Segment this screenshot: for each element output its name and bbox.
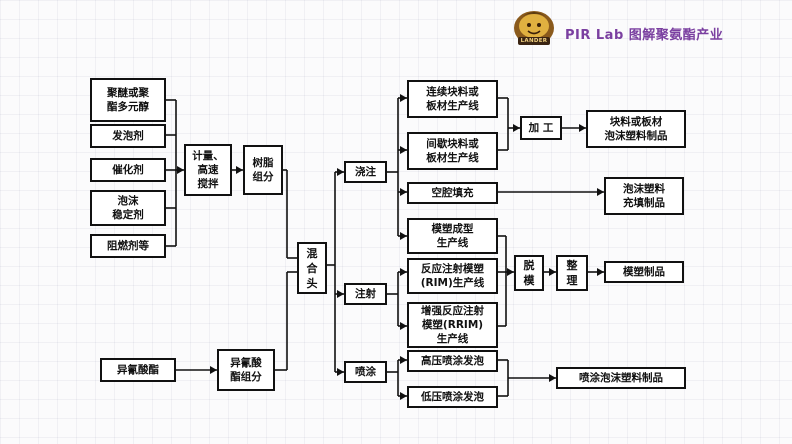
box-continuous-line: 连续块料或 板材生产线 — [407, 80, 498, 118]
box-spray-products: 喷涂泡沫塑料制品 — [556, 367, 686, 389]
box-molding-line: 模塑成型 生产线 — [407, 218, 498, 254]
box-low-pressure-spray: 低压喷涂发泡 — [407, 386, 498, 408]
brand-title: PIR Lab 图解聚氨酯产业 — [565, 28, 724, 43]
box-high-pressure-spray: 高压喷涂发泡 — [407, 350, 498, 372]
box-intermittent-line: 间歇块料或 板材生产线 — [407, 132, 498, 170]
box-rrim-line: 增强反应注射 模塑(RRIM) 生产线 — [407, 302, 498, 348]
box-isocyanate-component: 异氰酸 酯组分 — [217, 349, 275, 391]
box-mix-head: 混 合 头 — [297, 242, 327, 294]
box-cavity-fill: 空腔填充 — [407, 182, 498, 204]
logo-text: LANDER — [520, 38, 548, 44]
box-isocyanate: 异氰酸酯 — [100, 358, 176, 382]
lander-logo-icon: LANDER — [512, 9, 556, 49]
box-polyol: 聚醚或聚 酯多元醇 — [90, 78, 166, 122]
box-processing: 加 工 — [520, 116, 562, 140]
box-resin-component: 树脂 组分 — [243, 145, 283, 195]
box-foam-stabilizer: 泡沫 稳定剂 — [90, 190, 166, 226]
box-pour: 浇注 — [344, 161, 387, 183]
box-spray: 喷涂 — [344, 361, 387, 383]
box-finishing: 整 理 — [556, 255, 588, 291]
box-block-products: 块料或板材 泡沫塑料制品 — [586, 110, 686, 148]
box-blowing-agent: 发泡剂 — [90, 124, 166, 148]
box-molded-products: 模塑制品 — [604, 261, 684, 283]
box-catalyst: 催化剂 — [90, 158, 166, 182]
box-flame-retardant: 阻燃剂等 — [90, 234, 166, 258]
box-fill-products: 泡沫塑料 充填制品 — [604, 177, 684, 215]
box-inject: 注射 — [344, 283, 387, 305]
box-meter-mix: 计量、 高速 搅拌 — [184, 144, 232, 196]
box-rim-line: 反应注射模塑 (RIM)生产线 — [407, 258, 498, 294]
box-demold: 脱 模 — [514, 255, 544, 291]
